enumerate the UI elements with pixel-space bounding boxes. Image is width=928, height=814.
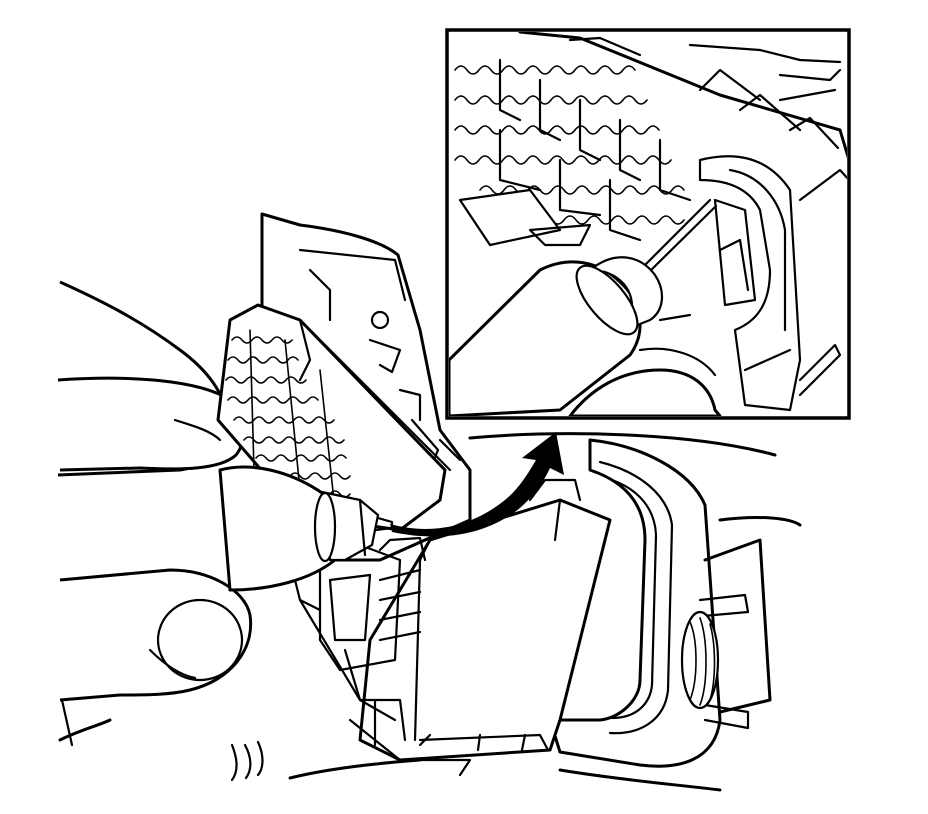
mating-receptacle-icon: [468, 432, 802, 792]
hand-icon: [57, 280, 422, 782]
magnified-detail-icon: [445, 28, 851, 420]
terminal-release-tool-icon: [218, 465, 394, 592]
curved-pointer-arrow-icon: [390, 432, 564, 537]
